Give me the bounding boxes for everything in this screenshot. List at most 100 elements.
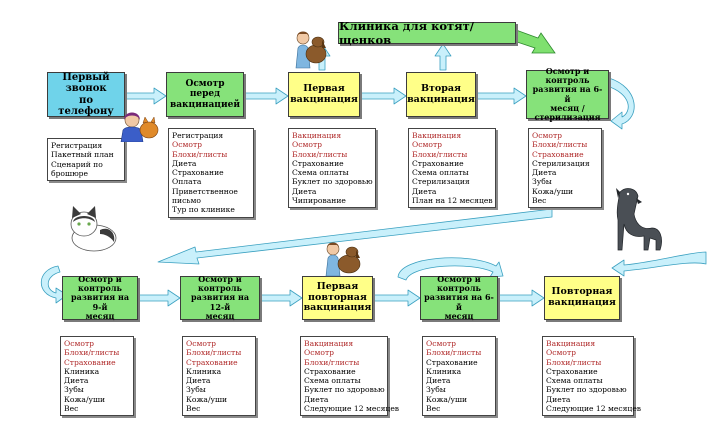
list-entry: Буклет по здоровью — [304, 385, 385, 395]
list-entry: Чипирование — [292, 196, 346, 206]
list-entry: Зубы — [532, 177, 552, 187]
list-entry: Диета — [546, 394, 571, 404]
vet-with-dog-illustration-bottom — [325, 242, 361, 277]
list-entry: Вакцинация — [292, 131, 342, 140]
list-entry: Осмотр — [172, 140, 203, 150]
list-entry: Регистрация — [51, 141, 103, 150]
list-entry: Диета — [532, 168, 557, 178]
list-entry: Осмотр — [304, 348, 335, 358]
list-entry: Сценарий по — [51, 159, 103, 169]
step-6m-checkup: Осмотр и контроль развития на 6-й месяц — [420, 274, 498, 320]
step-12m-checkup: Осмотр и контроль развития на 12-й месяц — [180, 274, 260, 320]
arrow-long-diagonal — [157, 208, 553, 265]
arrow-right-curve — [606, 77, 635, 130]
list-entry: Страхование — [304, 366, 356, 376]
list-entry: Блохи/глисты — [546, 357, 602, 367]
list-entry: Буклет по здоровью — [292, 177, 373, 187]
list-entry: Осмотр — [292, 140, 323, 150]
list-entry: Вес — [64, 404, 79, 414]
step-first-call: Первый звонок по телефону — [47, 72, 125, 117]
arrow-right-into-last — [611, 251, 707, 277]
arrow-call-to-exam — [124, 87, 167, 105]
list-entry: Вакцинация — [304, 339, 354, 348]
step-first-vacc: Первая вакцинация — [288, 72, 360, 117]
step-second-vacc: Вторая вакцинация — [406, 72, 476, 117]
list-entry: письмо — [172, 196, 201, 206]
list-entry: Буклет по здоровью — [546, 385, 627, 395]
list-entry: Блохи/глисты — [172, 149, 228, 159]
list-entry: Страхование — [546, 366, 598, 376]
list-entry: План на 12 месяцев — [412, 196, 493, 206]
list-entry: Приветственное — [172, 186, 238, 196]
arrow-6m-to-revacc — [497, 289, 545, 307]
list-entry: Кожа/уши — [532, 186, 574, 196]
list-entry: Страхование — [186, 357, 238, 367]
list-entry: Страхование — [172, 168, 224, 178]
list-entry: Оплата — [172, 177, 202, 187]
list-entry: Вес — [186, 404, 201, 414]
list-entry: Осмотр — [186, 339, 217, 348]
step-first-revacc: Первая повторная вакцинация — [302, 276, 373, 320]
list-entry: Вес — [426, 404, 441, 414]
step-9m-checkup: Осмотр и контроль развития на 9-й месяц — [62, 274, 138, 320]
list-entry: брошюре — [51, 168, 89, 178]
list-entry: Страхование — [532, 149, 584, 159]
girl-with-cat-illustration — [120, 112, 159, 142]
list-entry: Схема оплаты — [546, 376, 603, 386]
vet-with-dog-illustration — [295, 31, 327, 69]
list-entry: Пакетный план — [51, 150, 114, 160]
list-entry: Вакцинация — [412, 131, 462, 140]
arrow-exam-to-vacc1 — [243, 87, 289, 105]
list-entry: Диета — [172, 158, 197, 168]
step-6m-sterilization: Осмотр и контроль развития на 6-й месяц … — [526, 66, 609, 121]
list-entry: Блохи/глисты — [292, 149, 348, 159]
list-entry: Следующие 12 месяцев — [546, 404, 642, 414]
list-entry: Тур по клинике — [172, 205, 235, 215]
list-entry: Схема оплаты — [304, 376, 361, 386]
list-entry: Клиника — [426, 366, 462, 376]
arrow-vacc2-up — [434, 43, 452, 71]
list-entry: Вес — [532, 196, 547, 206]
list-entry: Блохи/глисты — [304, 357, 360, 367]
arrow-title-green — [513, 29, 556, 54]
list-entry: Осмотр — [546, 348, 577, 358]
dog-illustration — [616, 188, 662, 251]
cat-illustration — [70, 206, 117, 252]
list-entry: Диета — [186, 376, 211, 386]
list-entry: Блохи/глисты — [412, 149, 468, 159]
arrow-vacc2-to-6m — [475, 87, 527, 105]
list-entry: Клиника — [186, 366, 222, 376]
list-entry: Блохи/глисты — [426, 348, 482, 358]
list-entry: Регистрация — [172, 131, 224, 140]
list-entry: Зубы — [186, 385, 206, 395]
list-entry: Кожа/уши — [186, 394, 228, 404]
clinic-title: Клиника для котят/щенков — [338, 19, 516, 47]
list-entry: Блохи/глисты — [64, 348, 120, 358]
list-entry: Страхование — [292, 158, 344, 168]
list-entry: Зубы — [426, 385, 446, 395]
list-entry: Диета — [412, 186, 437, 196]
step-revacc: Повторная вакцинация — [544, 276, 620, 320]
list-entry: Диета — [64, 376, 89, 386]
arrow-vacc1-to-vacc2 — [359, 87, 407, 105]
list-entry: Блохи/глисты — [186, 348, 242, 358]
step-pre-vacc-exam: Осмотр перед вакцинацией — [166, 72, 244, 117]
list-entry: Следующие 12 месяцев — [304, 404, 400, 414]
list-entry: Стерилизация — [412, 177, 470, 187]
list-entry: Кожа/уши — [426, 394, 468, 404]
list-entry: Страхование — [426, 357, 478, 367]
list-entry: Осмотр — [426, 339, 457, 348]
list-entry: Диета — [292, 186, 317, 196]
